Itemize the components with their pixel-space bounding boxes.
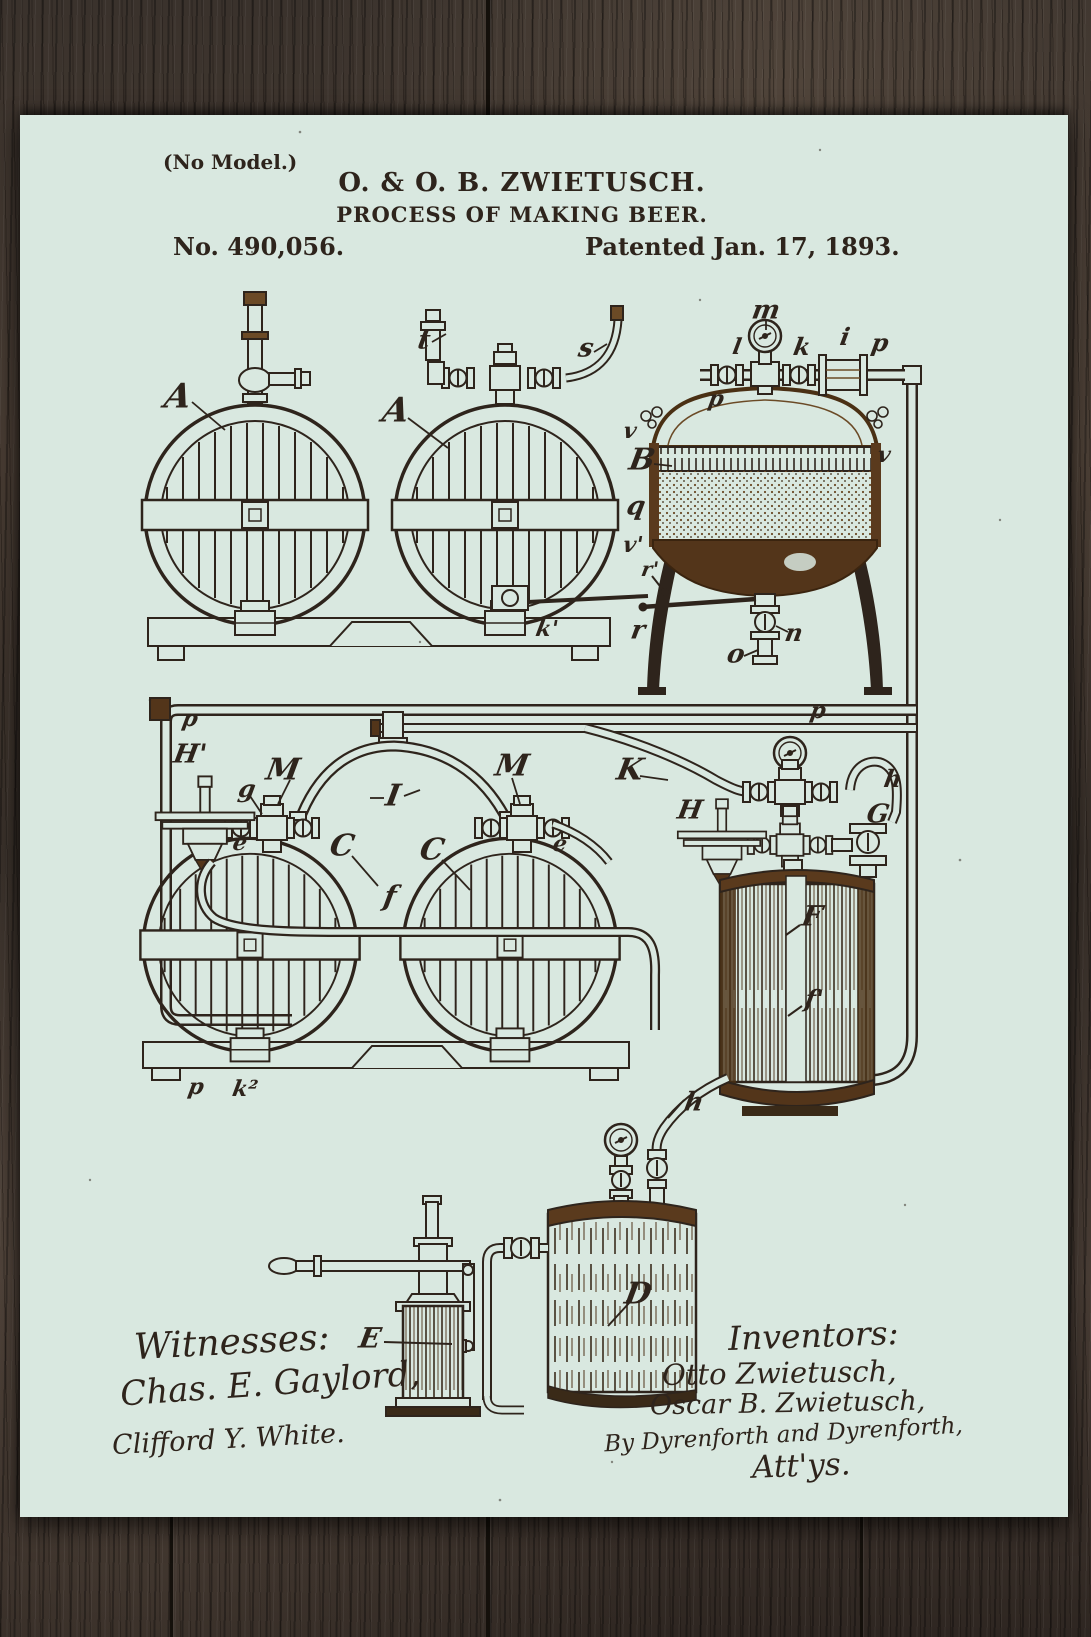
hose-f-to-d	[657, 1078, 728, 1156]
pump-output-pipe	[487, 1238, 548, 1410]
tank-f	[720, 870, 874, 1116]
inventors-heading: Inventors:	[727, 1313, 899, 1358]
attorney-title: Att'ys.	[751, 1446, 851, 1485]
barrel-a-right-drain-rod	[492, 586, 648, 610]
hose-e-right	[553, 824, 609, 862]
hose-k	[585, 728, 750, 792]
arch-pipe-i	[290, 746, 516, 824]
tank-b-top-piping	[700, 320, 905, 395]
barrel-a-left-standpipe	[239, 292, 310, 404]
barrel-a-right-fitting	[421, 306, 623, 404]
loop-pipe-g	[832, 762, 897, 877]
barrel-a-left	[142, 405, 368, 635]
barrel-c-left	[140, 838, 359, 1061]
top-stand	[148, 618, 610, 660]
tank-b	[639, 388, 891, 694]
gauge-cross-assembly	[743, 737, 837, 876]
barrel-c-right	[400, 838, 619, 1061]
